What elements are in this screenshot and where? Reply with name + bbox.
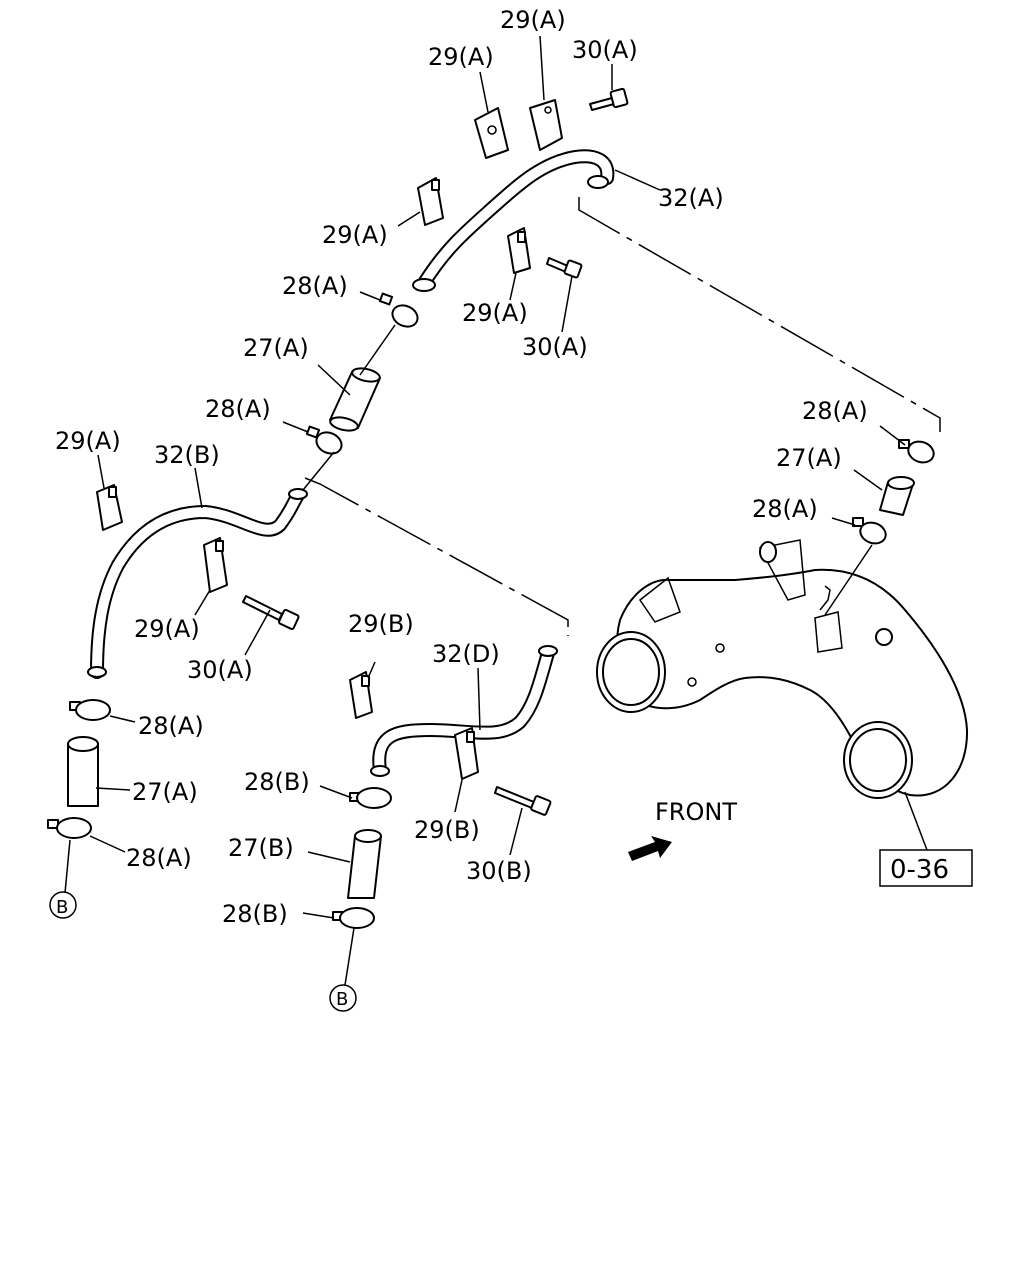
front-arrow-icon (628, 836, 672, 861)
hose-27a-upper[interactable] (329, 366, 381, 433)
clip-29a-center[interactable] (203, 537, 228, 593)
label-29a: 29(A) (322, 221, 388, 249)
leader-lines (64, 35, 928, 986)
bolt-30a-top[interactable] (589, 87, 629, 111)
label-32d: 32(D) (432, 640, 500, 668)
front-label: FRONT (655, 798, 737, 826)
clip-29a-top-right[interactable] (529, 99, 563, 151)
label-29a: 29(A) (55, 427, 121, 455)
clip-29a-left[interactable] (96, 484, 123, 531)
pipe-32a[interactable] (412, 149, 615, 292)
hose-27a-right[interactable] (879, 476, 915, 516)
label-28b: 28(B) (222, 900, 288, 928)
reference-lines (304, 197, 941, 636)
ref-b-circle (329, 984, 357, 1012)
pipe-32d[interactable] (370, 645, 558, 777)
clamp-28a-upper[interactable] (378, 292, 421, 331)
label-29b: 29(B) (348, 610, 414, 638)
ref-036-box[interactable] (879, 849, 973, 887)
label-29a: 29(A) (428, 43, 494, 71)
label-27a: 27(A) (243, 334, 309, 362)
label-30a: 30(A) (187, 656, 253, 684)
label-30a: 30(A) (522, 333, 588, 361)
ref-b-circle (49, 891, 77, 919)
label-28a: 28(A) (138, 712, 204, 740)
label-29a: 29(A) (500, 6, 566, 34)
pipe-32b[interactable] (87, 488, 308, 679)
label-29a: 29(A) (134, 615, 200, 643)
clamp-28a-left-upper[interactable] (69, 699, 111, 721)
label-28a: 28(A) (802, 397, 868, 425)
label-30a: 30(A) (572, 36, 638, 64)
clamp-28a-right-upper[interactable] (898, 438, 937, 466)
clip-29a-top-left[interactable] (474, 107, 509, 159)
clip-29a-mid-upper[interactable] (417, 177, 444, 226)
label-28a: 28(A) (205, 395, 271, 423)
bolt-30a-lower[interactable] (242, 595, 300, 630)
label-30b: 30(B) (466, 857, 532, 885)
label-28a: 28(A) (126, 844, 192, 872)
clamp-28b-lower[interactable] (332, 907, 375, 929)
label-27a: 27(A) (776, 444, 842, 472)
label-28b: 28(B) (244, 768, 310, 796)
ref-b-letter: B (336, 989, 348, 1010)
ref-036-label[interactable]: 0-36 (890, 855, 949, 885)
label-28a: 28(A) (752, 495, 818, 523)
housing-0-36[interactable] (596, 539, 969, 799)
clamp-28b-upper[interactable] (349, 787, 392, 809)
label-28a: 28(A) (282, 272, 348, 300)
hose-27b[interactable] (347, 829, 382, 899)
clip-29b-upper[interactable] (349, 671, 373, 719)
ref-b-letter: B (56, 897, 68, 918)
bolt-30a-upper[interactable] (546, 257, 583, 279)
clamp-28a-right-lower[interactable] (852, 517, 889, 547)
hose-27a-left[interactable] (67, 736, 99, 807)
label-29a: 29(A) (462, 299, 528, 327)
label-32b: 32(B) (154, 441, 220, 469)
label-29b: 29(B) (414, 816, 480, 844)
label-27a: 27(A) (132, 778, 198, 806)
clip-29a-right-upper[interactable] (507, 227, 531, 274)
clamp-28a-second[interactable] (305, 425, 345, 458)
bolt-30b[interactable] (494, 786, 552, 816)
label-27b: 27(B) (228, 834, 294, 862)
clamp-28a-left-lower[interactable] (47, 817, 92, 839)
clip-29b-lower[interactable] (454, 727, 479, 780)
label-32a: 32(A) (658, 184, 724, 212)
